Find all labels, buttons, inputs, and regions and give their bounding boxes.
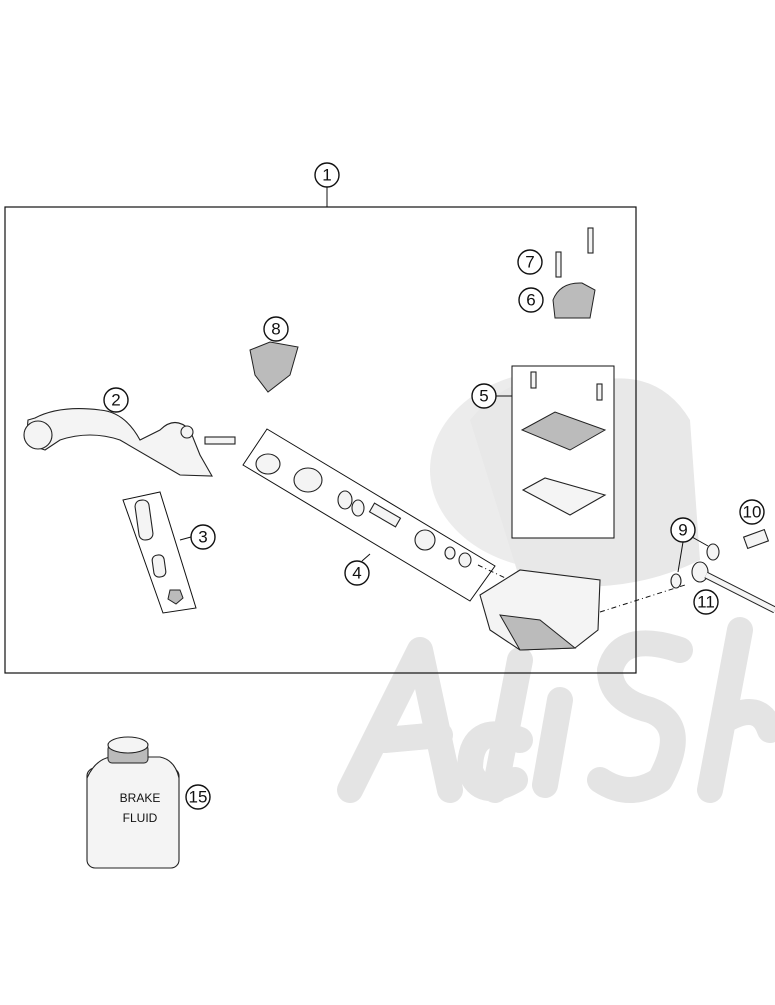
callout-10[interactable]: 10 — [739, 499, 765, 525]
brake-fluid-label-2: FLUID — [123, 811, 158, 825]
svg-text:2: 2 — [111, 391, 120, 410]
callout-4[interactable]: 4 — [344, 560, 370, 586]
reservoir-cover-kit[interactable] — [496, 365, 615, 539]
assembly-frame — [4, 206, 637, 674]
svg-text:6: 6 — [526, 291, 535, 310]
handlebar-clamp[interactable] — [552, 282, 596, 319]
callout-15[interactable]: 15 — [185, 784, 211, 810]
svg-text:1: 1 — [322, 166, 331, 185]
callout-6[interactable]: 6 — [518, 287, 544, 313]
callout-2[interactable]: 2 — [103, 387, 129, 413]
callout-3[interactable]: 3 — [190, 524, 216, 550]
svg-text:11: 11 — [697, 593, 715, 612]
svg-text:3: 3 — [198, 528, 207, 547]
svg-text:15: 15 — [189, 788, 208, 807]
callout-9[interactable]: 9 — [670, 517, 696, 543]
hand-lever[interactable] — [23, 408, 236, 477]
sealing-washers[interactable] — [670, 536, 720, 589]
svg-text:10: 10 — [743, 503, 762, 522]
svg-text:4: 4 — [352, 564, 361, 583]
master-cylinder-body[interactable] — [479, 569, 686, 651]
callout-11[interactable]: 11 — [693, 589, 719, 615]
callout-7[interactable]: 7 — [517, 249, 543, 275]
callout-1[interactable]: 1 — [314, 162, 340, 188]
svg-text:5: 5 — [479, 387, 488, 406]
clamp-bolts[interactable] — [555, 227, 594, 278]
brake-fluid-label-1: BRAKE — [120, 791, 161, 805]
svg-text:8: 8 — [271, 320, 280, 339]
brake-fluid-can[interactable]: BRAKE FLUID — [86, 736, 180, 869]
pivot-bolt-kit[interactable] — [122, 491, 197, 614]
banjo-bolt[interactable] — [742, 528, 770, 550]
lever-cover[interactable] — [249, 341, 299, 393]
svg-text:7: 7 — [525, 253, 534, 272]
callout-8[interactable]: 8 — [263, 316, 289, 342]
piston-kit[interactable] — [242, 428, 521, 602]
svg-text:9: 9 — [678, 521, 687, 540]
callout-5[interactable]: 5 — [471, 383, 497, 409]
brake-hose[interactable] — [691, 561, 775, 614]
